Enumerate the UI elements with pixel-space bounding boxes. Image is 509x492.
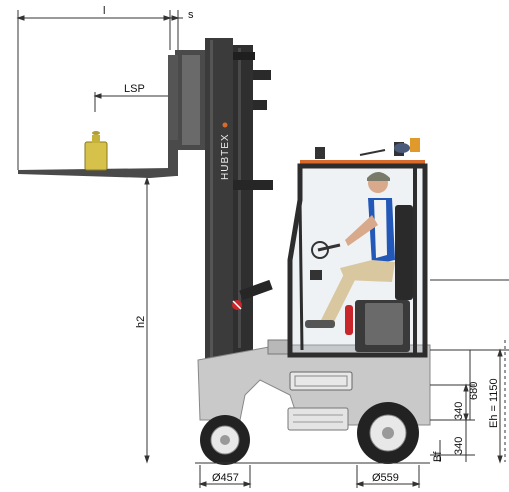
label-h2: h2: [135, 316, 147, 328]
cab: [287, 138, 428, 358]
label-eh: Eh = 1150: [488, 378, 500, 428]
dimension-wheel-front: [198, 465, 252, 488]
dimension-h2: [144, 176, 150, 464]
label-rear-wheel-diameter: Ø559: [372, 472, 399, 484]
load-container: [84, 131, 108, 171]
label-l: l: [103, 5, 105, 17]
dimension-wheel-rear: [355, 465, 421, 488]
label-340-upper: 340: [453, 402, 465, 420]
label-front-wheel-diameter: Ø457: [212, 472, 239, 484]
label-s: s: [188, 9, 194, 21]
dimension-s: [170, 10, 183, 50]
rear-wheel: [357, 402, 419, 464]
mast: [205, 38, 273, 368]
front-wheel: [200, 415, 250, 465]
operator-figure: [305, 172, 395, 328]
label-340-lower: 340: [453, 437, 465, 455]
brand-dot: [222, 122, 228, 128]
dimension-lsp: [93, 92, 170, 112]
dimension-l: [16, 10, 172, 170]
brand-label: HUBTEX: [220, 133, 231, 180]
label-bf: Bf: [432, 451, 444, 462]
fire-extinguisher: [345, 305, 353, 335]
label-680: 680: [468, 382, 480, 400]
forks: [18, 140, 178, 178]
right-dimension-lines: [430, 279, 509, 464]
label-lsp: LSP: [124, 83, 145, 95]
fork-carriage: [168, 50, 205, 170]
